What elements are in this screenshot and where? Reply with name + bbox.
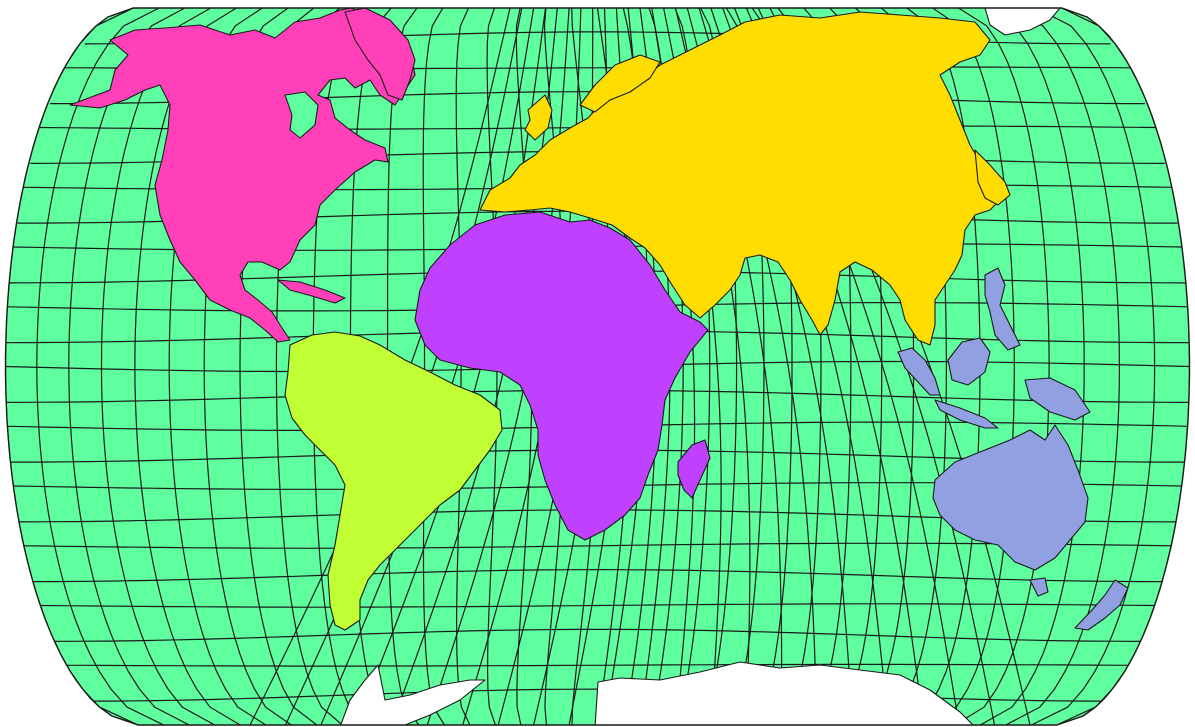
great-britain [524,94,553,141]
south-america [284,331,503,631]
scandinavia [579,54,661,113]
parallel-line [66,663,1129,667]
philippines [984,267,1021,351]
greenland [344,8,416,101]
meridian-line [980,8,1085,725]
north-america [69,8,416,343]
borneo [947,337,991,386]
tasmania [1029,577,1049,597]
indonesia-sumatra [897,347,941,396]
oblique-meridian-line [320,8,535,725]
africa [414,211,709,541]
parallel-line [51,628,1144,642]
antarctica-peninsula [339,664,486,725]
meridian-line [422,8,445,725]
map-border [4,7,1191,726]
new-zealand [1074,579,1129,631]
hudson-bay [284,91,319,139]
cuba [277,279,346,304]
arctic-ice [984,8,1061,36]
new-guinea [1024,377,1091,421]
indonesia-java [934,399,999,429]
eurasia [479,11,1006,346]
meridian-line [455,8,471,725]
meridian-line [928,8,1015,725]
parallel-line [23,542,1172,549]
parallel-line [31,568,1164,583]
japan [974,149,1011,206]
parallel-line [40,603,1155,608]
madagascar [677,439,711,499]
antarctica-east [594,661,976,725]
meridian-line [134,8,241,725]
meridian-line [100,8,215,725]
meridian-line [954,8,1050,725]
australia [932,424,1089,571]
